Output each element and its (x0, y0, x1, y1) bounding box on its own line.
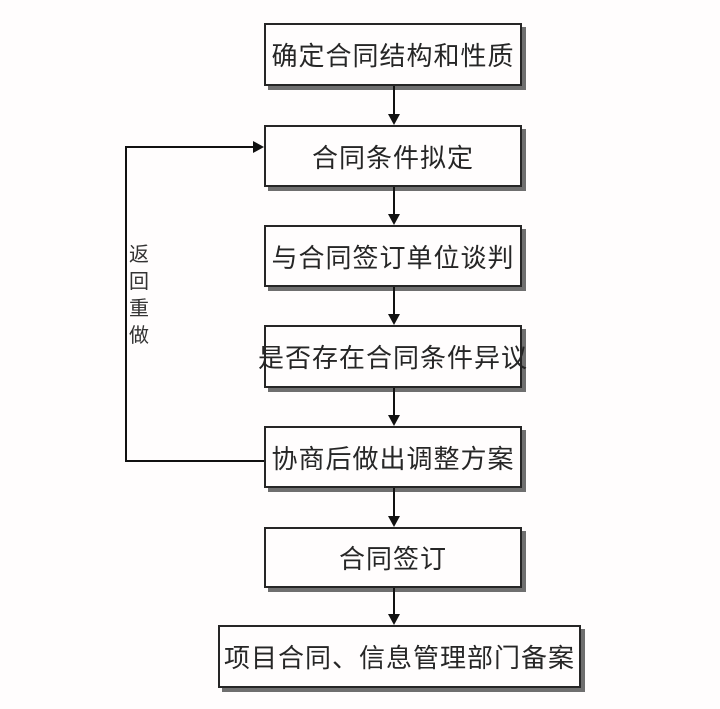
down-arrow-icon (388, 287, 400, 325)
flow-node-adjustment-plan: 协商后做出调整方案 (264, 426, 522, 488)
flow-node-objection-check: 是否存在合同条件异议 (258, 325, 527, 388)
down-arrow-icon (388, 187, 400, 225)
flow-node-label: 与合同签订单位谈判 (271, 243, 515, 274)
down-arrow-icon (388, 488, 400, 527)
flow-node-contract-signing: 合同签订 (264, 527, 522, 588)
loopback-label: 返回重做 (129, 242, 149, 347)
flow-node-label: 确定合同结构和性质 (271, 42, 515, 72)
flow-node-filing: 项目合同、信息管理部门备案 (218, 625, 581, 688)
loopback-line-top (125, 146, 253, 148)
flow-node-determine-structure: 确定合同结构和性质 (264, 23, 522, 86)
flow-node-label: 协商后做出调整方案 (271, 444, 515, 475)
flow-node-draft-conditions: 合同条件拟定 (264, 125, 522, 187)
loopback-line-bottom (125, 460, 264, 462)
down-arrow-icon (388, 588, 400, 625)
flow-node-label: 合同条件拟定 (311, 143, 474, 174)
down-arrow-icon (388, 86, 400, 125)
flow-node-label: 是否存在合同条件异议 (258, 344, 529, 374)
loopback-line-vertical (125, 146, 127, 462)
down-arrow-icon (388, 388, 400, 426)
flow-node-label: 合同签订 (338, 545, 447, 575)
flow-node-negotiate: 与合同签订单位谈判 (264, 225, 522, 287)
flow-node-label: 项目合同、信息管理部门备案 (223, 644, 575, 674)
right-arrow-icon (253, 141, 264, 153)
